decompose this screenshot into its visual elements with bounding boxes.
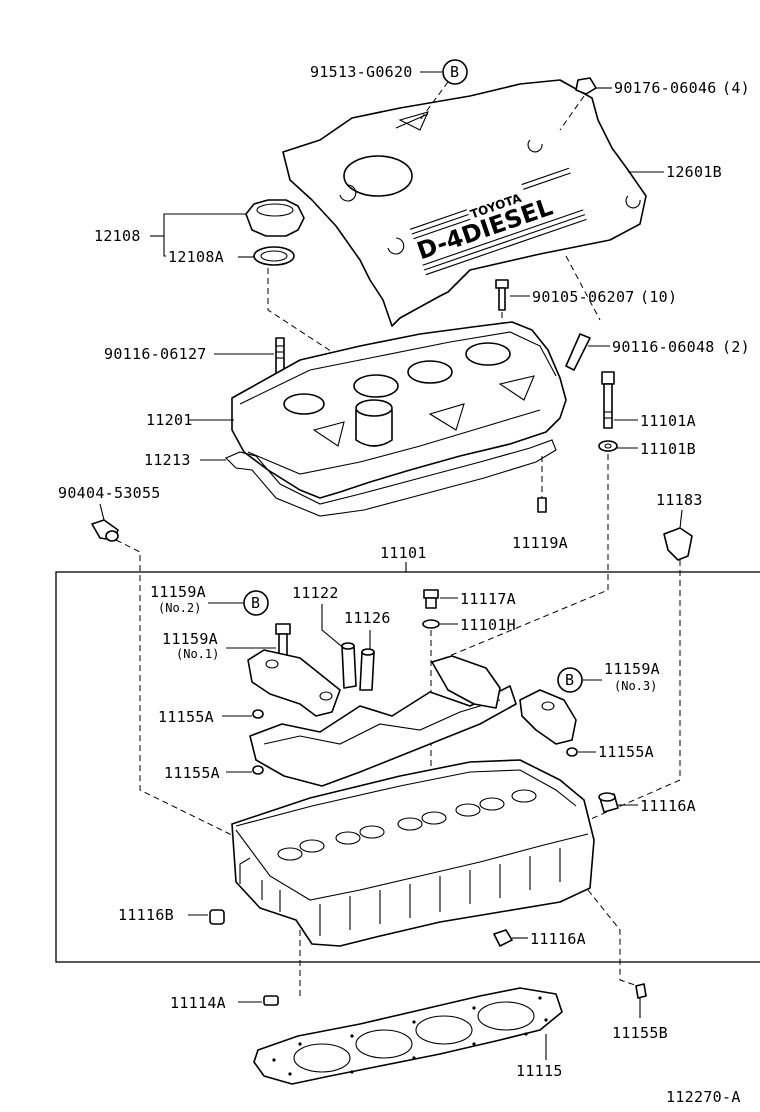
label-11117A: 11117A bbox=[460, 590, 516, 608]
label-91513-G0620: 91513-G0620 bbox=[310, 63, 413, 81]
stud-90116-06048-icon bbox=[565, 333, 591, 371]
label-11116B: 11116B bbox=[118, 906, 174, 924]
label-no2: (No.2) bbox=[158, 601, 201, 615]
callout-b-top bbox=[442, 59, 468, 85]
label-11155B: 11155B bbox=[612, 1024, 668, 1042]
plug-11116A-2-icon bbox=[493, 929, 513, 947]
label-no3: (No.3) bbox=[614, 679, 657, 693]
pin-11114A-icon bbox=[263, 995, 279, 1006]
plug-11116B-icon bbox=[209, 909, 225, 925]
label-12108: 12108 bbox=[94, 227, 141, 245]
pin-11155A-3-icon bbox=[566, 747, 578, 757]
label-11155A-1: 11155A bbox=[158, 708, 214, 726]
pin-11155A-1-icon bbox=[252, 709, 264, 719]
pin-11126-icon bbox=[359, 648, 375, 691]
pin-11155A-2-icon bbox=[252, 765, 264, 775]
label-11159A-no2: 11159A bbox=[150, 583, 206, 601]
label-11116A-2: 11116A bbox=[530, 930, 586, 948]
label-11101: 11101 bbox=[380, 544, 427, 562]
label-90176-06046: 90176-06046 bbox=[614, 79, 717, 97]
pin-11155B-icon bbox=[635, 983, 647, 999]
pin-11119A-icon bbox=[537, 497, 547, 513]
label-11101B: 11101B bbox=[640, 440, 696, 458]
callout-b-no3-letter: B bbox=[565, 671, 574, 689]
plug-11117A-icon bbox=[423, 589, 439, 609]
union-90404-icon bbox=[91, 519, 119, 542]
plug-11116A-1-icon bbox=[598, 792, 619, 813]
label-11126: 11126 bbox=[344, 609, 391, 627]
label-11201: 11201 bbox=[146, 411, 193, 429]
label-11159A-no3: 11159A bbox=[604, 660, 660, 678]
diagram-id: 112270-A bbox=[666, 1088, 741, 1106]
bolt-90105-icon bbox=[495, 279, 509, 311]
label-90116-06048: 90116-06048 bbox=[612, 338, 715, 356]
callout-b-no2-letter: B bbox=[251, 594, 260, 612]
qty-90176-06046: (4) bbox=[722, 79, 750, 97]
camshaft-bearing-cap-no3 bbox=[519, 689, 577, 745]
qty-90105-06207: (10) bbox=[640, 288, 677, 306]
label-11122: 11122 bbox=[292, 584, 339, 602]
head-cover-gasket-11213 bbox=[225, 439, 557, 517]
label-11155A-3: 11155A bbox=[598, 743, 654, 761]
label-11213: 11213 bbox=[144, 451, 191, 469]
washer-11101H-icon bbox=[422, 619, 440, 629]
nut-90176-icon bbox=[575, 77, 597, 95]
label-11159A-no1: 11159A bbox=[162, 630, 218, 648]
label-11115: 11115 bbox=[516, 1062, 563, 1080]
label-11101H: 11101H bbox=[460, 616, 516, 634]
bolt-11101A-icon bbox=[601, 371, 615, 429]
qty-90116-06048: (2) bbox=[722, 338, 750, 356]
oil-filler-cap-12108-icon bbox=[245, 199, 305, 266]
camshaft-bearing-cap-no2 bbox=[247, 649, 341, 717]
engine-cover-12601B: TOYOTA D-4DIESEL bbox=[282, 79, 647, 327]
label-no1: (No.1) bbox=[176, 647, 219, 661]
label-11155A-2: 11155A bbox=[164, 764, 220, 782]
callout-b-top-letter: B bbox=[450, 63, 459, 81]
label-90116-06127: 90116-06127 bbox=[104, 345, 207, 363]
label-11114A: 11114A bbox=[170, 994, 226, 1012]
callout-b-no2 bbox=[243, 590, 269, 616]
assembly-frame-11101 bbox=[55, 571, 760, 963]
label-11183: 11183 bbox=[656, 491, 703, 509]
label-12601B: 12601B bbox=[666, 163, 722, 181]
sensor-11183-icon bbox=[663, 527, 693, 561]
label-11101A: 11101A bbox=[640, 412, 696, 430]
label-90404-53055: 90404-53055 bbox=[58, 484, 161, 502]
washer-11101B-icon bbox=[598, 440, 618, 452]
cylinder-head-11101 bbox=[231, 759, 595, 947]
label-12108A: 12108A bbox=[168, 248, 224, 266]
cylinder-head-gasket-11115 bbox=[253, 987, 563, 1085]
label-11119A: 11119A bbox=[512, 534, 568, 552]
camshaft-bearing-cap-row bbox=[249, 655, 517, 787]
cylinder-head-cover-11201 bbox=[231, 321, 567, 499]
pin-11122-icon bbox=[341, 642, 357, 689]
label-11116A-1: 11116A bbox=[640, 797, 696, 815]
label-90105-06207: 90105-06207 bbox=[532, 288, 635, 306]
